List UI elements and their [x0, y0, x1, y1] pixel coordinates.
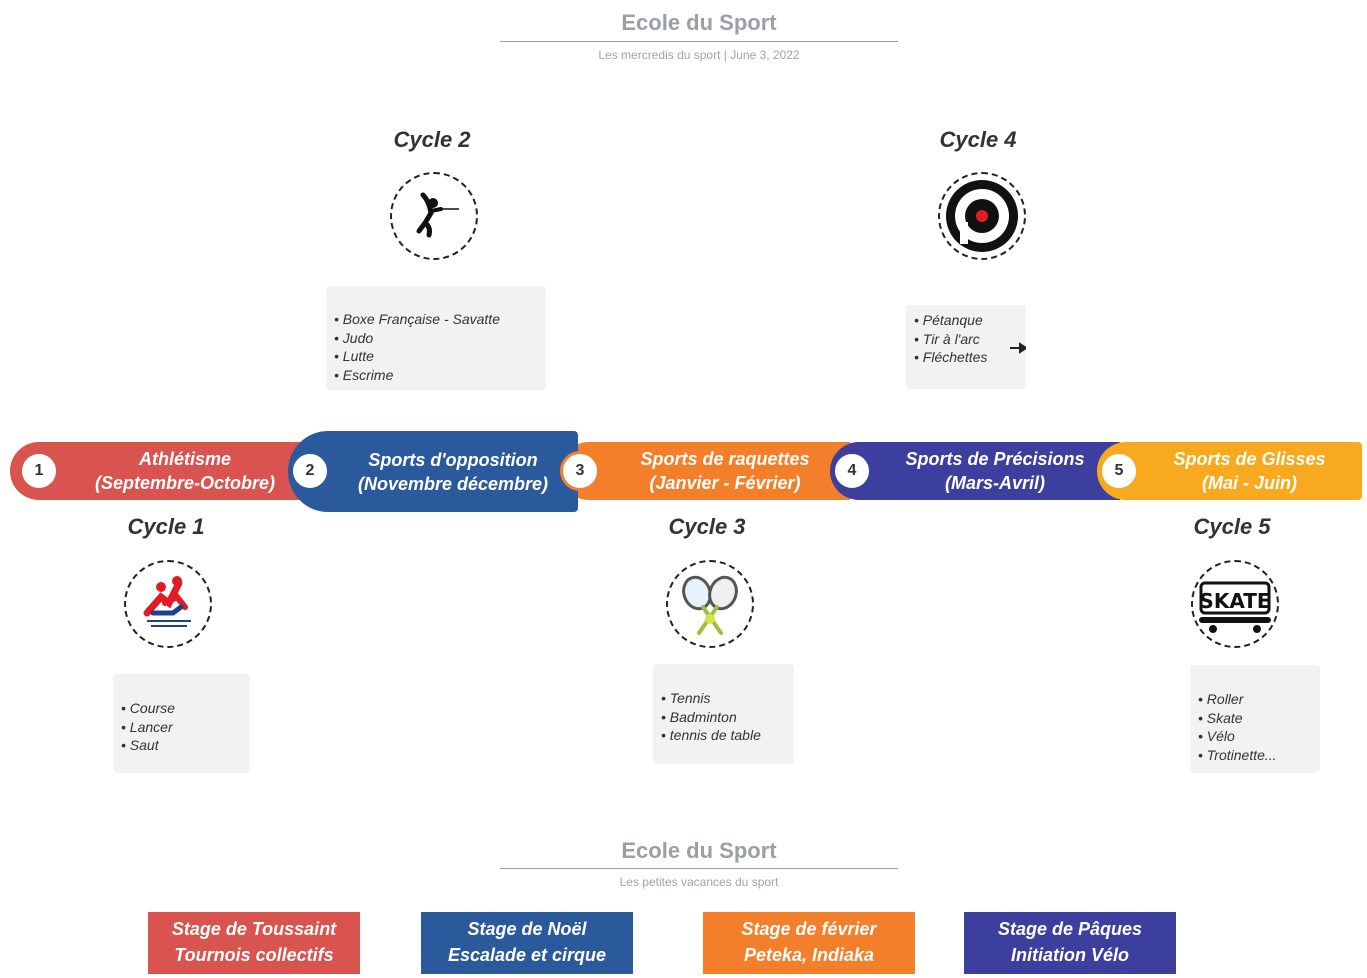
timeline-segment-5: Sports de Glisses (Mai - Juin) [1097, 442, 1362, 500]
timeline-4-line2: (Mars-Avril) [944, 473, 1046, 493]
timeline-5-line1: Sports de Glisses [1173, 449, 1326, 469]
stage-fevrier-line1: Stage de février [741, 919, 877, 939]
skate-logo-text: SKATE [1199, 589, 1270, 613]
bottom-header-title: Ecole du Sport [621, 838, 777, 863]
fencing-icon [390, 172, 478, 260]
athletics-icon [124, 560, 212, 648]
stage-paques-line1: Stage de Pâques [997, 919, 1143, 939]
cycle2-sports-list: Boxe Française - Savatte Judo Lutte Escr… [326, 286, 546, 390]
timeline-segment-3: Sports de raquettes (Janvier - Février) [560, 442, 850, 500]
top-header-title: Ecole du Sport [621, 10, 777, 35]
skate-icon: SKATE [1191, 560, 1279, 648]
list-item: Judo [334, 329, 538, 348]
timeline-number-3: 3 [560, 451, 600, 491]
stage-noel-line1: Stage de Noël [467, 919, 587, 939]
timeline-number-1: 1 [19, 451, 59, 491]
timeline-number-4: 4 [832, 451, 872, 491]
stage-toussaint-line2: Tournois collectifs [174, 945, 334, 965]
cycle3-title: Cycle 3 [668, 514, 746, 539]
list-item: Pétanque [914, 311, 1018, 330]
list-item: Skate [1198, 709, 1312, 728]
stage-toussaint-line1: Stage de Toussaint [171, 919, 337, 939]
tennis-rackets-icon [666, 560, 754, 648]
cycle5-sports-list: Roller Skate Vélo Trotinette... [1190, 665, 1320, 773]
list-item: Lancer [121, 718, 242, 737]
list-item: Trotinette... [1198, 746, 1312, 765]
list-item: Course [121, 699, 242, 718]
timeline-3-line2: (Janvier - Février) [649, 473, 801, 493]
timeline-segment-4: Sports de Précisions (Mars-Avril) [830, 442, 1120, 500]
timeline-5-line2: (Mai - Juin) [1202, 473, 1297, 493]
list-item: Boxe Française - Savatte [334, 310, 538, 329]
timeline-segment-1: Athlétisme (Septembre-Octobre) [10, 442, 310, 500]
stage-fevrier-line2: Peteka, Indiaka [743, 945, 875, 965]
stage-fevrier: Stage de février Peteka, Indiaka [703, 912, 915, 974]
cycle3-sports-list: Tennis Badminton tennis de table [653, 664, 794, 764]
top-header-divider [500, 41, 898, 42]
stage-noel-line2: Escalade et cirque [447, 945, 607, 965]
timeline-number-5: 5 [1099, 451, 1139, 491]
target-icon [938, 172, 1026, 260]
timeline-number-2: 2 [290, 451, 330, 491]
list-item: tennis de table [661, 726, 786, 745]
stage-paques: Stage de Pâques Initiation Vélo [964, 912, 1176, 974]
bottom-header-subtitle: Les petites vacances du sport [619, 875, 779, 889]
timeline-1-line1: Athlétisme [138, 449, 232, 469]
stage-noel: Stage de Noël Escalade et cirque [421, 912, 633, 974]
timeline-4-line1: Sports de Précisions [905, 449, 1085, 469]
cycle4-sports-list: Pétanque Tir à l'arc Fléchettes [906, 305, 1026, 389]
timeline-1-line2: (Septembre-Octobre) [94, 473, 276, 493]
timeline-segment-2: Sports d'opposition (Novembre décembre) [288, 431, 578, 512]
cycle5-title: Cycle 5 [1193, 514, 1271, 539]
stage-toussaint: Stage de Toussaint Tournois collectifs [148, 912, 360, 974]
list-item: Tennis [661, 689, 786, 708]
list-item: Escrime [334, 366, 538, 385]
timeline-3-line1: Sports de raquettes [640, 449, 810, 469]
cycle2-title: Cycle 2 [393, 127, 471, 152]
stage-paques-line2: Initiation Vélo [1010, 945, 1129, 965]
list-item: Lutte [334, 347, 538, 366]
bottom-header-divider [500, 868, 898, 869]
cycle1-sports-list: Course Lancer Saut [113, 674, 250, 773]
top-header-subtitle: Les mercredis du sport | June 3, 2022 [598, 48, 800, 62]
timeline-2-line2: (Novembre décembre) [357, 473, 549, 494]
cycle4-title: Cycle 4 [939, 127, 1017, 152]
list-item: Tir à l'arc [914, 330, 1018, 349]
cycle1-title: Cycle 1 [127, 514, 205, 539]
dart-icon [1010, 341, 1028, 359]
list-item: Fléchettes [914, 348, 1018, 367]
list-item: Vélo [1198, 727, 1312, 746]
list-item: Badminton [661, 708, 786, 727]
list-item: Saut [121, 736, 242, 755]
timeline-2-line1: Sports d'opposition [368, 449, 538, 470]
list-item: Roller [1198, 690, 1312, 709]
